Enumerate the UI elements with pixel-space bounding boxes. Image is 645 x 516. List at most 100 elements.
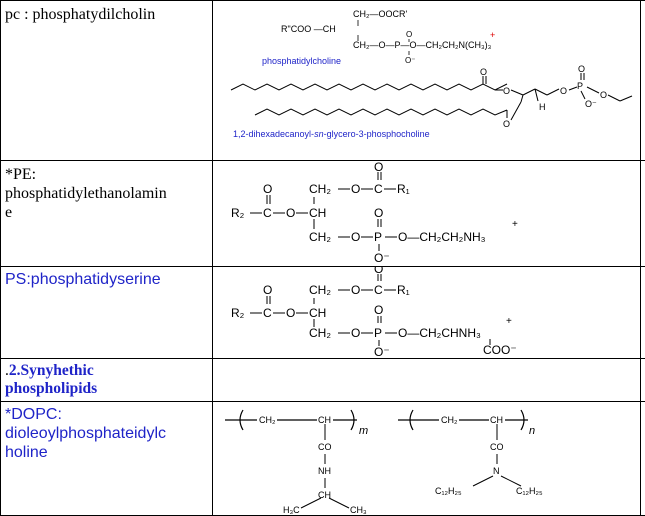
row-label-pe: *PE: phosphatidylethanolamin e — [5, 165, 210, 222]
pc-bond — [546, 88, 560, 96]
label-prefix: . — [5, 362, 9, 379]
pc-atom-o: O — [503, 86, 510, 96]
pc-bond — [520, 94, 524, 103]
pc-middle: R"COO —CH — [281, 24, 336, 34]
pe-o: O — [286, 206, 295, 220]
ps-o: O — [351, 326, 360, 340]
label-text: pc : phosphatydilcholin — [5, 6, 156, 23]
dopc-ch3: CH₃ — [350, 505, 367, 515]
pe-o: O — [263, 182, 272, 196]
pe-p: P — [374, 230, 382, 244]
dopc-nh: NH — [318, 466, 331, 476]
label-line: phosphatidylethanolamin — [5, 185, 167, 202]
ps-r2: R₂ — [231, 306, 245, 320]
pc-atom-o: O — [560, 86, 567, 96]
ps-ch: CH — [309, 306, 326, 320]
pe-plus: + — [512, 219, 518, 230]
dopc-co: CO — [318, 442, 332, 452]
dopc-bond — [328, 497, 350, 509]
dopc-bracket-close — [520, 409, 525, 431]
ps-p: P — [374, 326, 382, 340]
pc-atom-o: O — [600, 90, 607, 100]
ps-o: O — [263, 283, 272, 297]
dopc-bond — [500, 475, 522, 487]
pe-ch: CH — [309, 206, 326, 220]
row-divider-3 — [0, 358, 645, 359]
label-line: *DOPC: — [5, 406, 62, 423]
label-line: *PE: — [5, 166, 37, 183]
pc-bond — [510, 101, 522, 121]
dopc-c12h25-left: C₁₂H₂₅ — [435, 486, 462, 496]
pc-bond — [586, 86, 600, 94]
row-label-pc: pc : phosphatydilcholin — [5, 5, 210, 24]
label-line: 2.Synyhethic — [8, 362, 94, 379]
pe-ch2: CH₂ — [309, 230, 331, 244]
dopc-ch2: CH₂ — [259, 415, 276, 425]
dopc-ch2: CH₂ — [441, 415, 458, 425]
dopc-h3c: H₃C — [283, 505, 300, 515]
pe-o: O — [351, 182, 360, 196]
ps-structure-diagram: R₂ C O O CH CH₂ O C O R₁ CH₂ O — [231, 267, 517, 358]
dopc-c12h25-right: C₁₂H₂₅ — [516, 486, 543, 496]
dopc-m: m — [359, 425, 368, 437]
pe-o: O — [374, 206, 383, 220]
label-line: phospholipids — [5, 380, 98, 397]
dopc-ch: CH — [490, 415, 503, 425]
dopc-bracket-open — [239, 409, 244, 431]
table-border-left — [0, 0, 1, 516]
pe-ominus: O⁻ — [374, 251, 390, 265]
pc-bond — [534, 88, 539, 102]
pe-c: C — [263, 206, 272, 220]
pc-bond — [522, 88, 536, 96]
pc-atom-o: O — [480, 67, 487, 77]
pc-caption-full: 1,2-dihexadecanoyl-sn-glycero-3-phosphoc… — [233, 129, 430, 139]
pc-atom-ominus: O⁻ — [585, 99, 597, 109]
pc-top-chain: CH₂—OOCR' — [353, 9, 407, 19]
ps-o: O — [374, 267, 383, 276]
ps-o: O — [374, 303, 383, 317]
ps-ch2: CH₂ — [309, 326, 331, 340]
pc-bond — [580, 90, 586, 100]
dopc-ch: CH — [318, 415, 331, 425]
dopc-ch-atom: CH — [318, 490, 331, 500]
ps-ch2: CH₂ — [309, 283, 331, 297]
ps-plus: + — [506, 316, 512, 327]
dopc-co: CO — [490, 442, 504, 452]
pe-o: O — [374, 161, 383, 174]
pc-bond — [510, 89, 524, 96]
dopc-n-atom: N — [493, 466, 500, 476]
pe-structure-diagram: R₂ C O O CH CH₂ O C O R₁ CH₂ O — [231, 161, 518, 265]
pc-caption: phosphatidylcholine — [262, 56, 341, 66]
ps-c: C — [374, 283, 383, 297]
pc-bond — [568, 86, 578, 91]
pe-c: C — [374, 182, 383, 196]
pe-ch2: CH₂ — [309, 182, 331, 196]
pc-bond — [607, 94, 621, 102]
ps-coo: COO⁻ — [483, 343, 517, 357]
pe-amine: O—CH₂CH₂NH₃ — [398, 230, 486, 244]
ps-o: O — [286, 306, 295, 320]
label-line: dioleoylphosphateidylc — [5, 425, 166, 442]
pe-r2: R₂ — [231, 206, 245, 220]
label-line: e — [5, 204, 13, 221]
table-border-top — [0, 0, 645, 1]
pe-r1: R₁ — [397, 182, 410, 196]
pc-acyl-chain-1 — [230, 83, 508, 91]
ps-c: C — [263, 306, 272, 320]
pc-plus: + — [490, 30, 495, 40]
dopc-structure-diagram: CH₂ CH m CO NH CH H₃C CH₃ CH₂ CH n — [225, 409, 543, 515]
pc-atom-o: O — [578, 64, 585, 74]
row-divider-4 — [0, 401, 645, 402]
label-text: PS:phosphatidyserine — [5, 271, 161, 288]
pc-acyl-chain-2 — [254, 108, 508, 116]
row-label-dopc: *DOPC: dioleoylphosphateidylc holine — [5, 405, 210, 462]
pc-atom-o: O — [503, 119, 510, 129]
row-label-synthetic: .2.Synyhethic phospholipids — [5, 362, 210, 398]
ps-o: O — [351, 283, 360, 297]
pc-bond — [619, 95, 633, 102]
dopc-n: n — [529, 425, 535, 437]
dopc-bond — [472, 475, 494, 487]
pc-atom-p: P — [577, 81, 583, 91]
dopc-bracket-close — [350, 409, 355, 431]
